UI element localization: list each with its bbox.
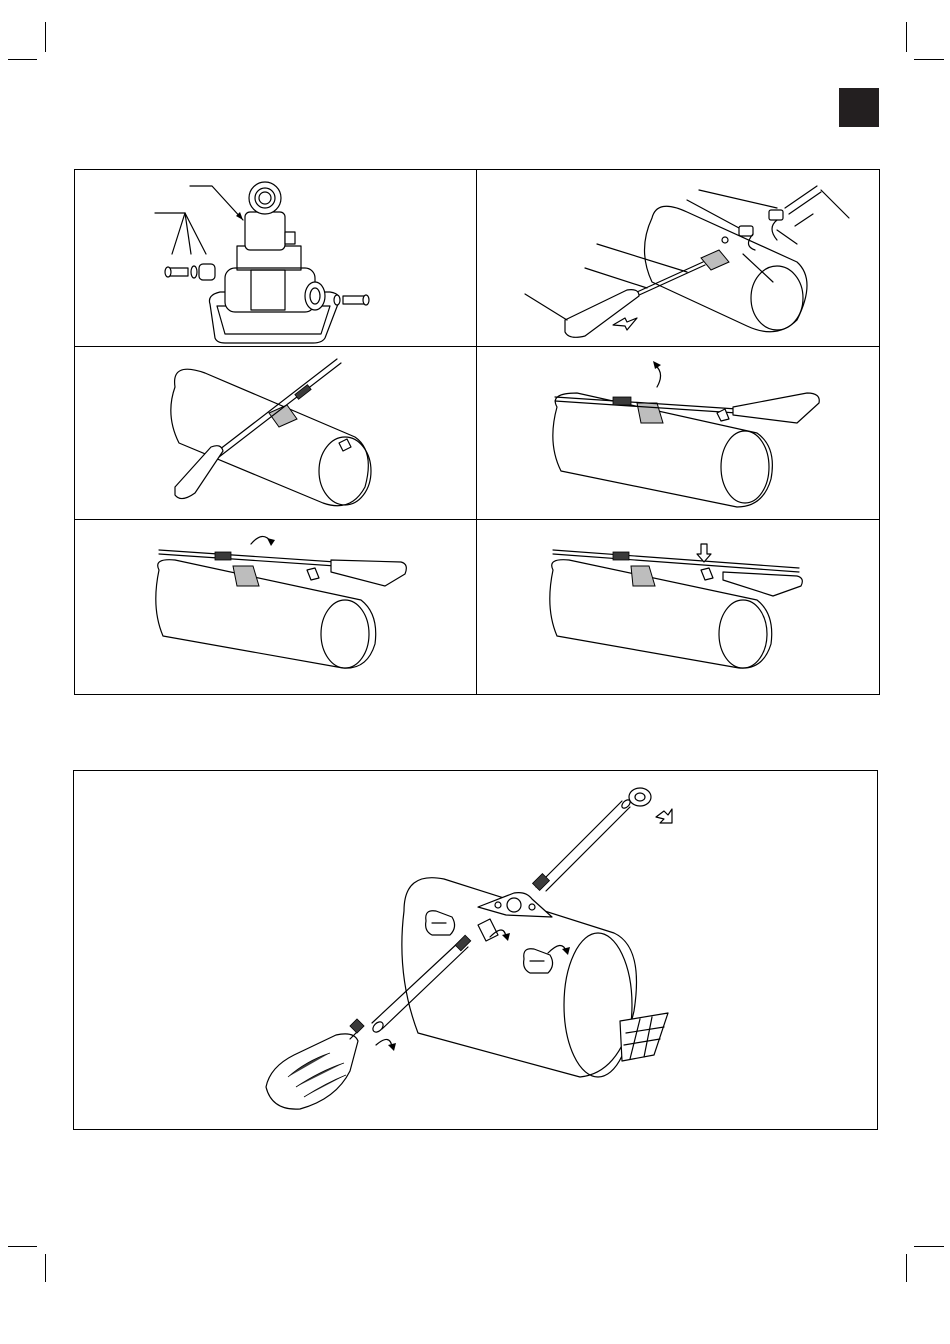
figure-attach-oar-to-tube <box>477 170 881 346</box>
figure-oar-locked <box>75 520 476 696</box>
figure-oar-stowed <box>477 520 881 696</box>
crop-mark-top-right-h <box>914 59 944 60</box>
figure-assembly-parts <box>75 170 476 346</box>
section-marker <box>839 88 879 127</box>
crop-mark-bottom-right-h <box>914 1246 944 1247</box>
crop-mark-top-left-v <box>45 22 46 52</box>
crop-mark-bottom-left-v <box>45 1254 46 1282</box>
crop-mark-bottom-right-v <box>906 1254 907 1282</box>
crop-mark-top-right-v <box>906 22 907 52</box>
figure-oar-on-tube <box>75 347 476 519</box>
step-grid <box>74 169 880 695</box>
crop-mark-bottom-left-h <box>8 1246 37 1247</box>
crop-mark-top-left-h <box>8 59 37 60</box>
figure-oar-assembly-exploded <box>73 770 878 1130</box>
figure-oar-rotated <box>477 347 881 519</box>
